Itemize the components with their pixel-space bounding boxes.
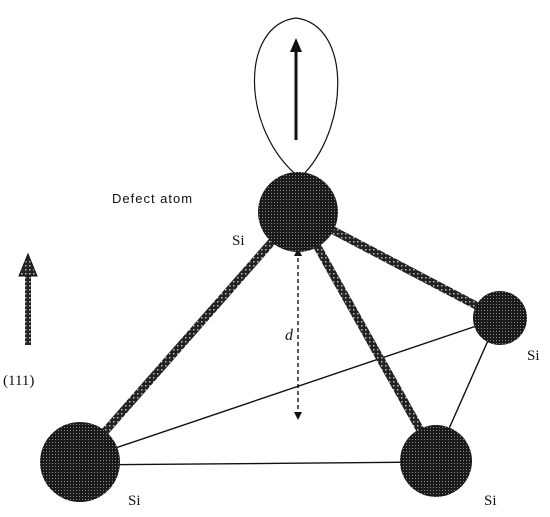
si-bottom-right-label: Si — [484, 493, 497, 509]
si-right-label: Si — [527, 348, 540, 364]
direction-label: (111) — [3, 373, 34, 389]
bond-defect-bottom-right — [294, 210, 440, 460]
defect-atom-label: Defect atom — [112, 191, 193, 206]
atom-right — [473, 291, 527, 345]
bond-bottom-left-right — [79, 317, 501, 461]
bond-defect-bottom-left — [76, 209, 302, 463]
defect-atom — [258, 172, 338, 252]
si-bottom-left-label: Si — [128, 493, 141, 509]
distance-arrow-icon — [294, 248, 302, 420]
spin-arrow-icon — [290, 38, 302, 140]
si-top-label: Si — [232, 233, 245, 249]
bond-bottom-left-bottom-right — [79, 461, 436, 466]
distance-label: d — [285, 327, 294, 344]
direction-arrow-icon — [18, 252, 38, 345]
atom-bottom-right — [400, 425, 472, 497]
dangling-bond-lobe — [253, 17, 339, 179]
atom-bottom-left — [40, 422, 120, 502]
